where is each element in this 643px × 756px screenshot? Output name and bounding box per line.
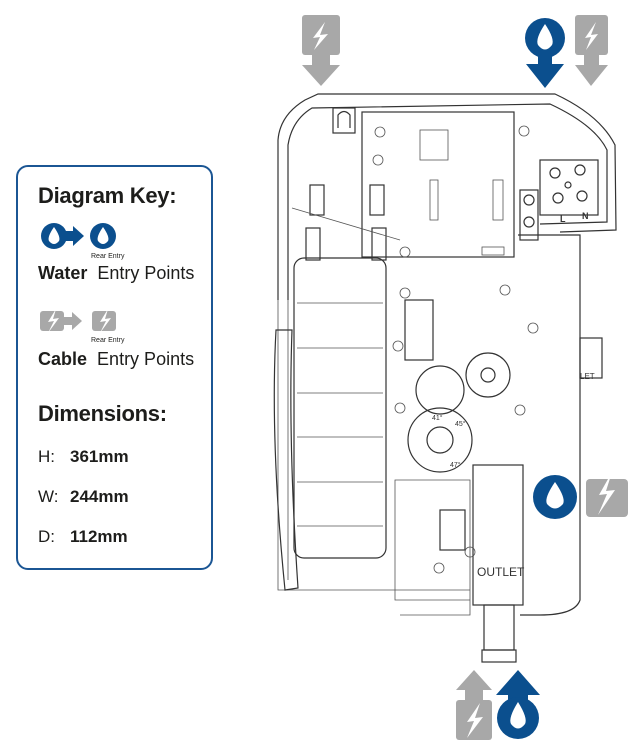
key-icons xyxy=(40,223,116,333)
terminal-label-l: L xyxy=(560,214,566,224)
cable-entry-arrow-bottom xyxy=(456,670,492,740)
outlet-label: OUTLET xyxy=(477,565,525,579)
water-entry-arrow-bottom xyxy=(496,670,540,739)
dimension-depth: D:112mm xyxy=(38,527,128,546)
unit-body: L N LET 41° 45° 47° OUTLET xyxy=(273,93,617,663)
water-entry-arrow-top xyxy=(525,18,565,88)
cable-entry-label: Cable Entry Points xyxy=(38,349,195,369)
dimension-width: W:244mm xyxy=(38,487,129,506)
dial-label-47: 47° xyxy=(450,461,461,469)
dimension-height: H:361mm xyxy=(38,447,129,466)
cable-entry-arrow-top-right xyxy=(575,15,608,86)
dimensions-title: Dimensions: xyxy=(38,401,167,426)
cable-rear-entry-label: Rear Entry xyxy=(91,337,125,344)
water-entry-label: Water Entry Points xyxy=(38,263,195,283)
cable-rear-entry-icon xyxy=(92,309,116,333)
water-entry-icon xyxy=(41,223,84,249)
cable-entry-arrow-top-left xyxy=(302,15,340,86)
dial-label-41: 41° xyxy=(432,414,443,422)
water-rear-entry-label: Rear Entry xyxy=(91,253,125,260)
key-title: Diagram Key: xyxy=(38,183,177,208)
terminal-label-n: N xyxy=(582,211,589,221)
side-outlet-label: LET xyxy=(580,372,595,381)
cable-rear-entry-point-icon xyxy=(586,472,628,517)
dial-label-45: 45° xyxy=(455,420,466,428)
water-rear-entry-point-icon xyxy=(533,475,577,519)
cable-entry-icon xyxy=(40,309,82,333)
water-rear-entry-icon xyxy=(90,223,116,249)
diagram-key-panel: Diagram Key: Rear Entry Water Entry Poin… xyxy=(16,165,213,570)
